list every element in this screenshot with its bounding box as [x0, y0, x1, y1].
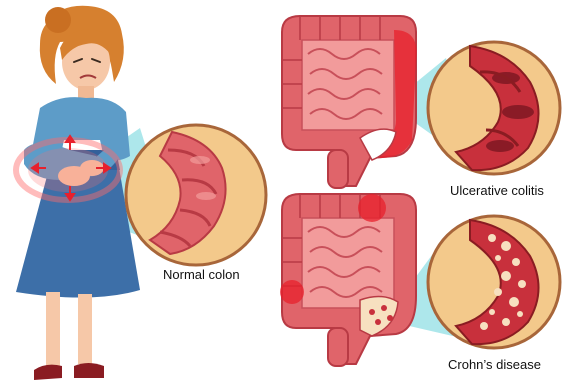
- colon-ulcerative-illustration: [282, 16, 417, 188]
- woman-in-pain-illustration: [16, 6, 140, 380]
- label-ulcerative-colitis: Ulcerative colitis: [450, 183, 544, 198]
- label-normal-colon: Normal colon: [163, 267, 240, 282]
- circle-ulcerative-colitis: [428, 42, 560, 174]
- circle-normal-colon: [126, 125, 266, 265]
- label-crohns-disease: Crohn’s disease: [448, 357, 541, 372]
- circle-crohns-disease: [428, 216, 560, 348]
- colon-crohns-illustration: [280, 194, 416, 366]
